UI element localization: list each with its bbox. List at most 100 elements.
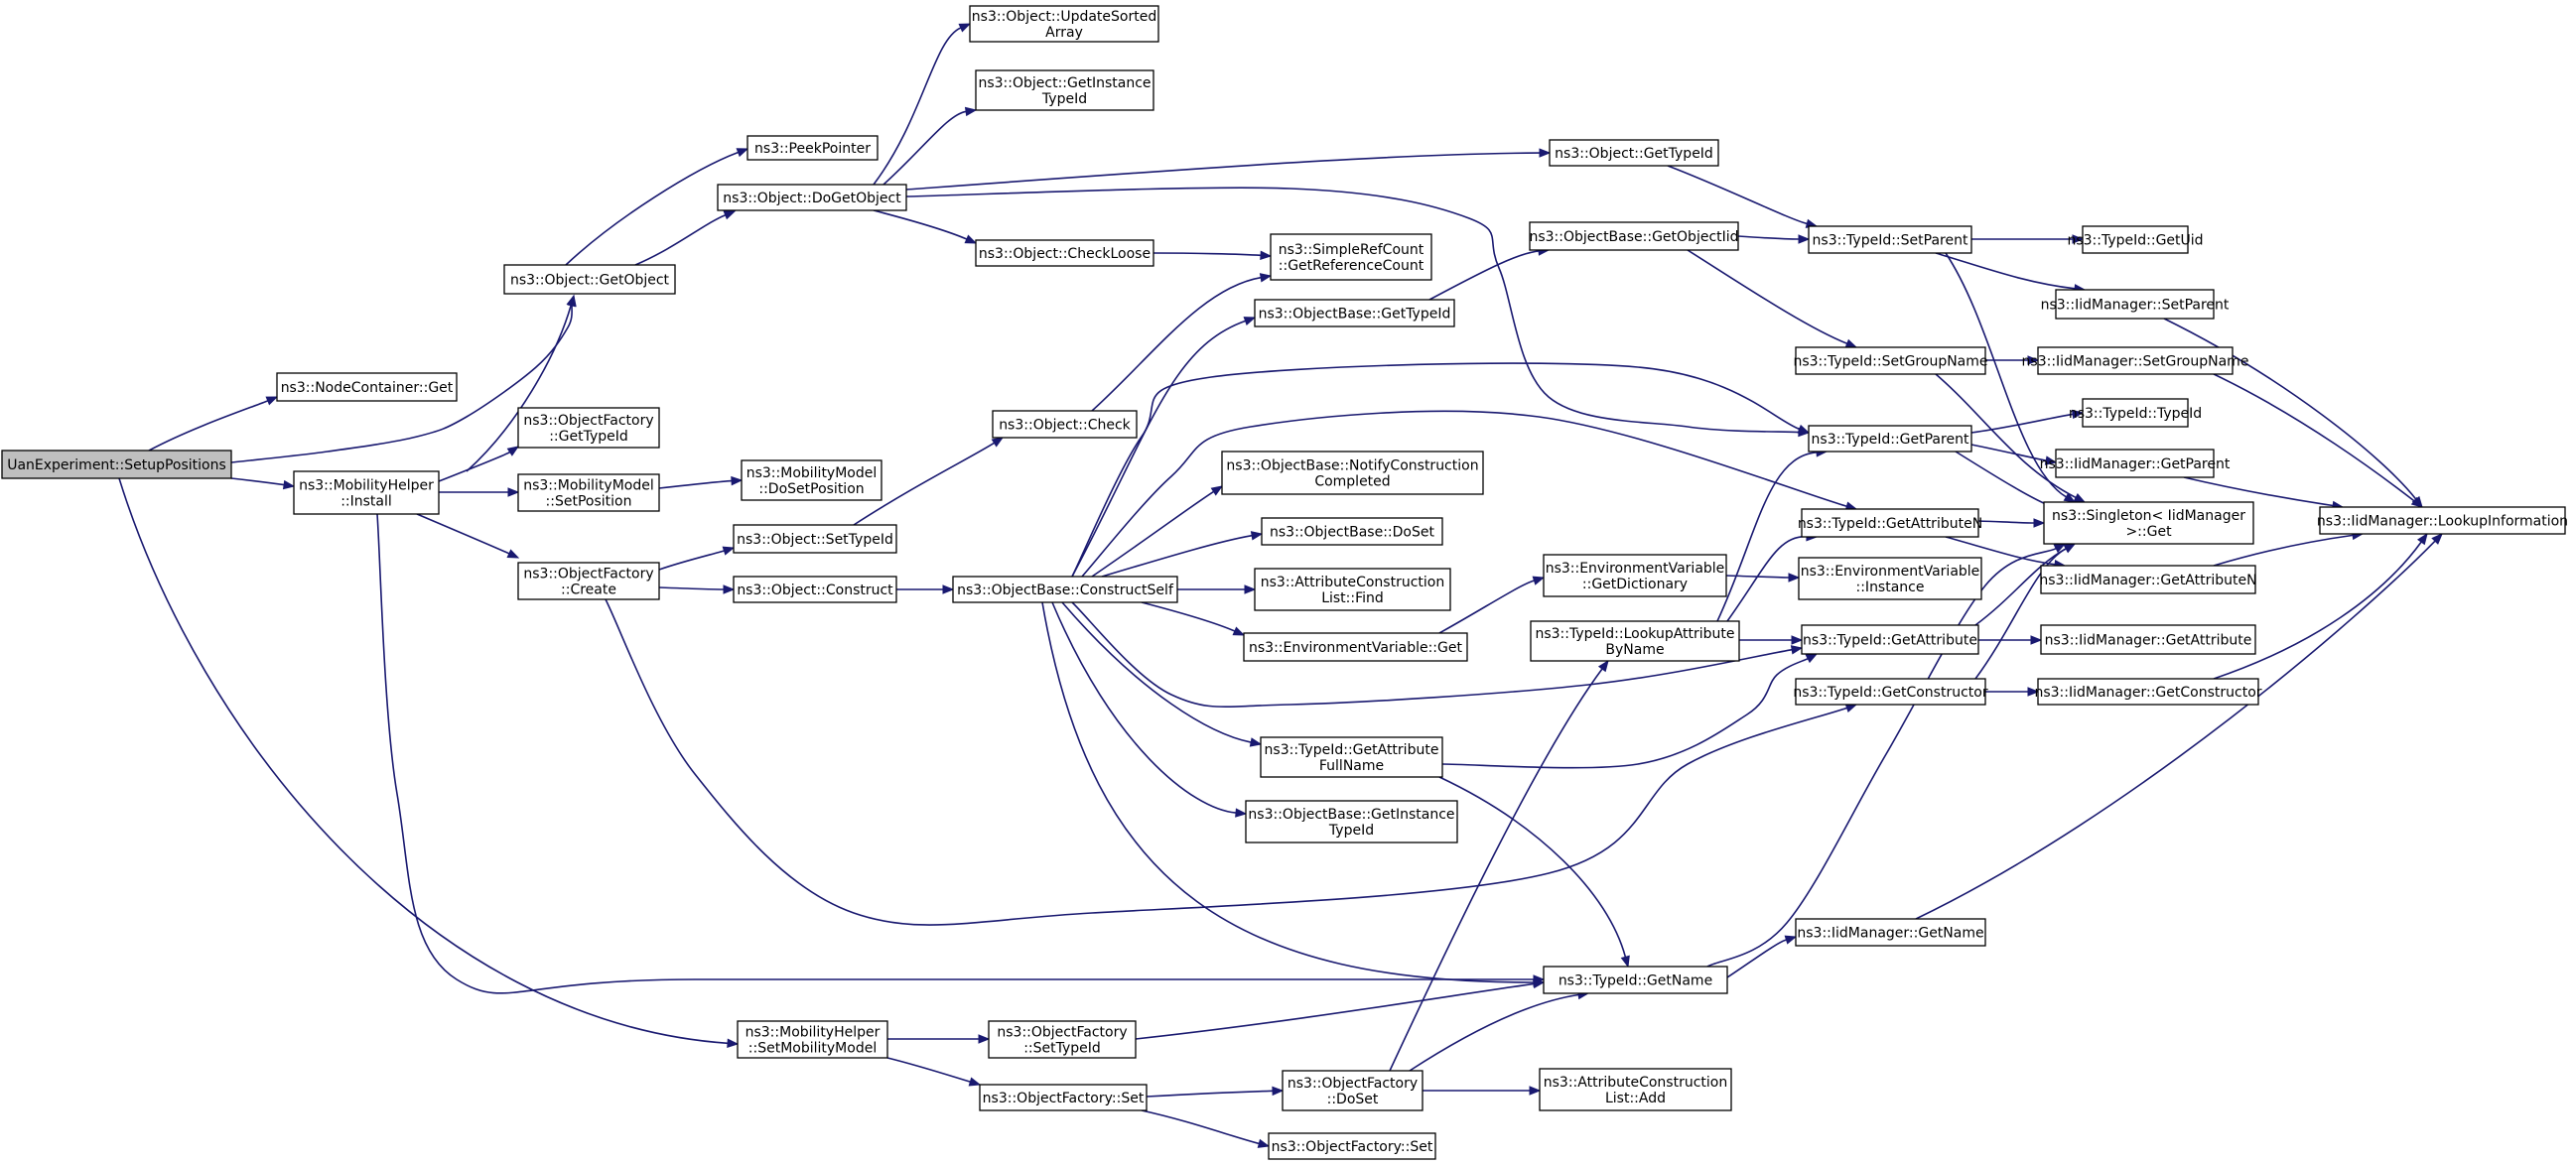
function-node-iid-getparent[interactable]: ns3::IidManager::GetParent — [2040, 449, 2231, 478]
function-node-ob-constructself[interactable]: ns3::ObjectBase::ConstructSelf — [952, 576, 1178, 603]
node-label: ns3::Object::GetTypeId — [1555, 146, 1713, 162]
node-box — [975, 239, 1154, 267]
function-node-tid-getuid[interactable]: ns3::TypeId::GetUid — [2067, 225, 2204, 254]
function-node-of-gettypeid[interactable]: ns3::ObjectFactory::GetTypeId — [517, 407, 660, 449]
function-node-ob-gettypeid[interactable]: ns3::ObjectBase::GetTypeId — [1254, 299, 1455, 327]
function-node-iid-setparent[interactable]: ns3::IidManager::SetParent — [2041, 289, 2230, 320]
function-node-peekpointer[interactable]: ns3::PeekPointer — [746, 135, 879, 161]
function-node-mh-setmm[interactable]: ns3::MobilityHelper::SetMobilityModel — [737, 1020, 888, 1059]
function-node-tid-getattributen[interactable]: ns3::TypeId::GetAttributeN — [1798, 508, 1982, 538]
function-node-ob-getobjectiid[interactable]: ns3::ObjectBase::GetObjectIid — [1529, 221, 1739, 251]
edge-line — [1915, 540, 2436, 920]
node-box — [1539, 1068, 1732, 1111]
function-node-iid-getattributen[interactable]: ns3::IidManager::GetAttributeN — [2039, 565, 2257, 594]
arrowhead — [968, 1077, 982, 1087]
call-edge-ob_gettypeid-to-ob_getobjectiid — [1428, 246, 1551, 301]
function-node-mh-setmm-of-settypeid[interactable]: ns3::ObjectFactory::SetTypeId — [988, 1020, 1137, 1059]
call-edge-iid_setgroupname-to-iid_lookupinfo — [2213, 373, 2424, 508]
function-node-of-create[interactable]: ns3::ObjectFactory::Create — [517, 562, 660, 600]
function-node-obj-getobject[interactable]: ns3::Object::GetObject — [503, 264, 676, 295]
function-node-nc-get[interactable]: ns3::NodeContainer::Get — [276, 372, 458, 402]
function-node-of-set2[interactable]: ns3::ObjectFactory::Set — [1268, 1132, 1436, 1160]
function-node-tid-setparent[interactable]: ns3::TypeId::SetParent — [1808, 225, 1972, 254]
edge-line — [1141, 601, 1236, 632]
function-node-ob-notify[interactable]: ns3::ObjectBase::NotifyConstructionCompl… — [1221, 451, 1484, 495]
function-node-tid-getparent[interactable]: ns3::TypeId::GetParent — [1808, 425, 1972, 453]
function-node-singleton-get[interactable]: ns3::Singleton< IidManager >::Get — [2043, 501, 2254, 545]
arrowhead — [2033, 518, 2046, 528]
function-node-iid-lookupinfo[interactable]: ns3::IidManager::LookupInformation — [2317, 506, 2568, 535]
function-node-checkloose[interactable]: ns3::Object::CheckLoose — [975, 239, 1154, 267]
function-node-obj-gettypeid[interactable]: ns3::Object::GetTypeId — [1549, 139, 1719, 167]
function-node-ev-instance[interactable]: ns3::EnvironmentVariable::Instance — [1798, 557, 1982, 600]
function-node-mh-install[interactable]: ns3::MobilityHelper::Install — [293, 470, 440, 515]
edge-line — [1071, 362, 1800, 578]
node-label: ns3::Object::DoGetObject — [723, 191, 901, 206]
node-box — [1243, 632, 1468, 662]
call-edge-obj_gettypeid-to-tid_setparent — [1667, 165, 1819, 228]
node-box — [733, 576, 897, 603]
node-label: ns3::TypeId::GetUid — [2067, 233, 2203, 249]
arrowhead — [964, 234, 978, 244]
function-node-tid-getattribute[interactable]: ns3::TypeId::GetAttribute — [1801, 624, 1979, 655]
function-node-obj-settypeid[interactable]: ns3::Object::SetTypeId — [733, 524, 897, 554]
call-edge-tid_getattrfullname-to-tid_getname — [1438, 776, 1630, 969]
call-edge-obj_construct-to-ob_constructself — [896, 584, 955, 594]
function-node-tid-getname[interactable]: ns3::TypeId::GetName — [1543, 966, 1728, 994]
function-node-ev-getdict[interactable]: ns3::EnvironmentVariable::GetDictionary — [1543, 554, 1727, 597]
node-box — [2040, 624, 2256, 655]
node-label: ns3::ObjectBase::GetTypeId — [1259, 307, 1451, 323]
call-edge-tid_setgroupname-to-singleton_get — [1935, 373, 2087, 503]
call-edge-of_doset-to-tid_lookupattr — [1389, 659, 1609, 1072]
call-edge-setup-to-nc_get — [148, 396, 279, 452]
function-node-iid-getconstructor[interactable]: ns3::IidManager::GetConstructor — [2034, 678, 2262, 706]
edge-line — [1091, 276, 1262, 412]
node-box — [2082, 398, 2189, 428]
function-node-ev-get[interactable]: ns3::EnvironmentVariable::Get — [1243, 632, 1468, 662]
function-node-iid-getattribute[interactable]: ns3::IidManager::GetAttribute — [2040, 624, 2256, 655]
call-edge-mh_install-to-mm_setpos — [439, 487, 520, 497]
function-node-of-doset[interactable]: ns3::ObjectFactory::DoSet — [1282, 1070, 1424, 1111]
arrowhead — [1805, 653, 1819, 664]
edge-line — [1441, 657, 1809, 769]
function-node-ob-doset[interactable]: ns3::ObjectBase::DoSet — [1261, 517, 1443, 546]
function-node-srefcount[interactable]: ns3::SimpleRefCount::GetReferenceCount — [1270, 233, 1432, 281]
edge-line — [1970, 444, 2047, 461]
edge-line — [1141, 1109, 1260, 1145]
call-edge-mh_setmm_of_settypeid-to-tid_getname — [1135, 978, 1546, 1040]
function-node-mm-setpos[interactable]: ns3::MobilityModel::SetPosition — [517, 473, 660, 512]
edge-line — [1152, 252, 1262, 257]
function-node-dogetobject[interactable]: ns3::Object::DoGetObject — [717, 184, 907, 211]
edge-line — [1428, 250, 1540, 301]
function-node-obj-construct[interactable]: ns3::Object::Construct — [733, 576, 897, 603]
function-node-iid-setgroupname[interactable]: ns3::IidManager::SetGroupName — [2022, 346, 2249, 375]
call-edge-of_create-to-obj_construct — [658, 584, 736, 594]
node-label: FullName — [1319, 758, 1384, 774]
node-label: ns3::MobilityModel — [523, 478, 654, 494]
node-box — [503, 264, 676, 295]
function-node-tid-typeid[interactable]: ns3::TypeId::TypeId — [2069, 398, 2202, 428]
function-node-mm-dosetpos[interactable]: ns3::MobilityModel::DoSetPosition — [741, 459, 882, 501]
node-box — [1795, 678, 1986, 706]
function-node-of-set[interactable]: ns3::ObjectFactory::Set — [979, 1084, 1148, 1111]
function-node-obj-check[interactable]: ns3::Object::Check — [992, 410, 1138, 439]
call-edge-checkloose-to-srefcount — [1152, 250, 1273, 261]
function-node-tid-setgroupname[interactable]: ns3::TypeId::SetGroupName — [1793, 346, 1988, 375]
arrowhead — [2027, 355, 2040, 365]
function-node-tid-getconstructor[interactable]: ns3::TypeId::GetConstructor — [1793, 678, 1988, 706]
edge-line — [853, 442, 995, 526]
edge-line — [2213, 541, 2422, 680]
call-edge-setup-to-mh_install — [230, 477, 296, 490]
node-label: ::Create — [561, 583, 616, 598]
arrowhead — [1529, 1086, 1542, 1096]
call-edge-ob_constructself-to-ob_getinstancetypeid — [1051, 601, 1248, 818]
function-node-iid-getname[interactable]: ns3::IidManager::GetName — [1795, 918, 1986, 947]
node-label: ns3::NodeContainer::Get — [281, 380, 454, 396]
